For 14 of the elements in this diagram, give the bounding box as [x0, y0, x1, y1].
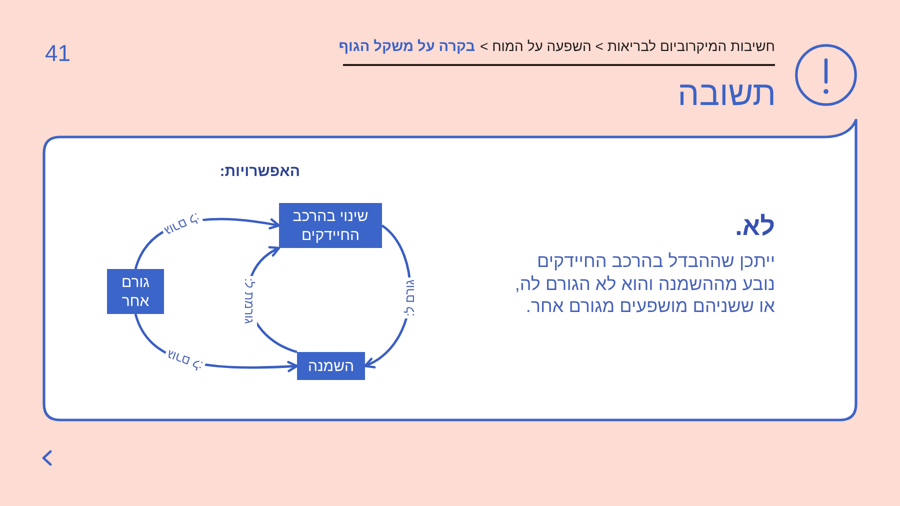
- edge-label: גורם ל:: [164, 347, 204, 374]
- title: תשובה: [678, 75, 776, 113]
- process-box: גורם אחר: [107, 269, 164, 314]
- answer-text: ייתכן שההבדל בהרכב החיידקים נובע מההשמנה והוא לא הגורם לה, או ששניהם מושפעים מגורם אחר.: [514, 250, 775, 318]
- edge-label: גורם ל:: [402, 279, 417, 316]
- answer-heading: לא.: [735, 211, 775, 241]
- process-box: השמנה: [297, 352, 365, 380]
- options-heading: האפשרויות:: [220, 163, 300, 181]
- process-box: שינוי בהרכב החיידקים: [279, 203, 382, 248]
- breadcrumb: חשיבות המיקרוביום לבריאות > השפעה על המוח >: [480, 38, 775, 54]
- page-number: 41: [45, 41, 71, 65]
- edge-label: גורם ל:: [162, 210, 202, 238]
- breadcrumb-current: בקרה על משקל הגוף: [338, 39, 476, 55]
- edge-label: גורמת ל:: [242, 278, 256, 324]
